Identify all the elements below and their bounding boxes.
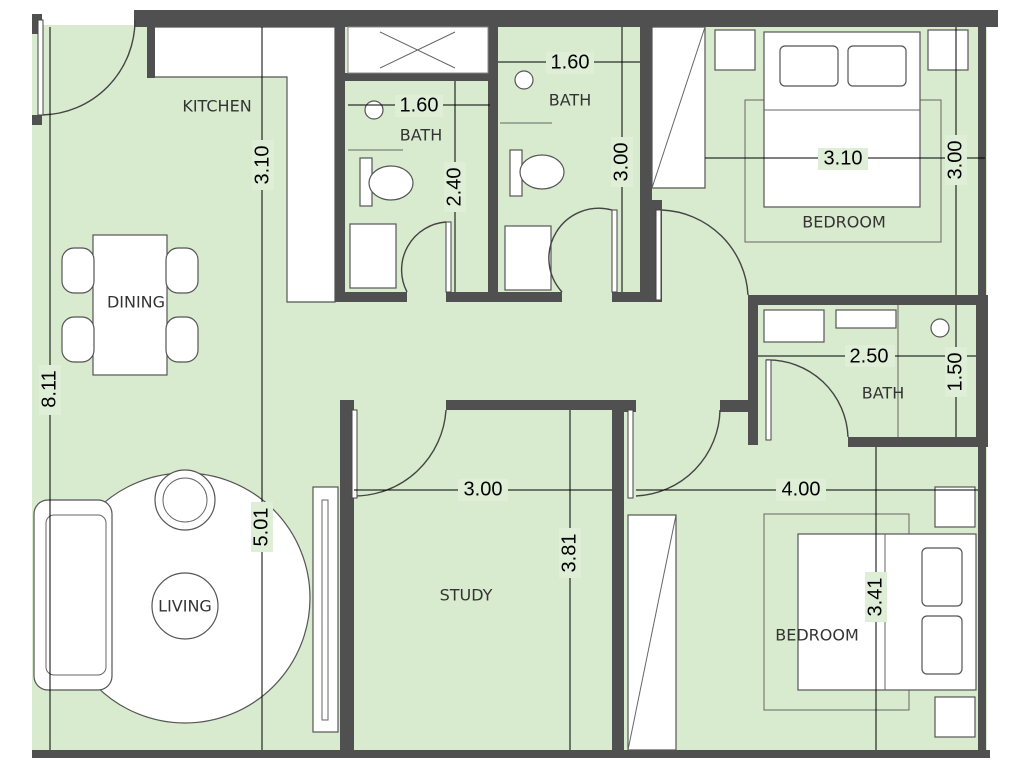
wardrobe-2-diagonal [627,514,677,751]
room-label-living: LIVING [158,597,212,616]
room-label-kitchen: KITCHEN [182,97,251,116]
bath-3-vanity [763,309,825,343]
bath-3-sink-icon [930,318,950,338]
bath-1-fixtures [348,100,414,289]
bath-2-vanity [504,225,552,291]
dim-study-height: 3.81 [558,534,580,573]
bed-2-pillow-top [921,547,963,607]
bath-3-bench [835,309,897,329]
bedroom-1-door [661,209,749,296]
bed-2-pillow-bottom [921,615,963,675]
dim-bath-2-width: 1.60 [551,51,590,73]
dim-bedroom-1-height: 3.00 [944,141,966,180]
room-label-study: STUDY [440,586,493,605]
dim-total-height: 8.11 [38,370,60,407]
bath-3-door [765,359,849,438]
dim-living-height: 5.01 [250,508,272,547]
bath-2-sink-icon [514,70,534,90]
dim-bedroom-2-width: 4.00 [782,478,821,500]
armchair [154,469,216,531]
bath-2-fixtures [500,70,565,291]
room-label-bedroom-2: BEDROOM [775,626,859,645]
coffee-table [151,572,219,640]
bath-1-vanity [349,223,397,289]
wardrobe-1-diagonal [651,26,706,189]
bath-2-toilet-icon [519,154,565,190]
entry-door [41,19,136,116]
dim-bath-1-width: 1.60 [400,94,439,116]
dining-table [92,234,168,376]
bath-3-fixtures [763,305,950,437]
dim-bedroom-2-height: 3.41 [864,578,886,617]
bath-1-toilet-icon [368,165,414,201]
bed-1-pillow-right [847,45,907,87]
tv-screen [321,499,329,721]
study-door [353,409,447,497]
bath-1-door [400,221,447,293]
sofa [33,499,113,691]
dining-chair [61,316,95,363]
room-label-bath-3: BATH [862,384,904,403]
dim-bath-3-width: 2.50 [850,345,889,367]
dining-chair [61,247,95,294]
dining-chair [165,247,199,294]
room-label-dining: DINING [107,293,165,312]
dim-bath-1-height: 2.40 [443,168,465,207]
bath-1-sink-icon [364,100,384,120]
doors [37,19,849,499]
dim-bath-3-height: 1.50 [944,353,966,392]
nightstand-2-bottom [934,696,976,738]
bedroom-1-bed [714,29,969,243]
nightstand-2-top [934,486,976,528]
nightstand-1-left [714,29,756,71]
dim-kitchen-height: 3.10 [251,146,273,185]
living-set [33,469,311,724]
bedroom-2-door [635,409,721,497]
shower-cross [379,31,456,69]
bath-2-door [548,207,613,293]
room-label-bath-1: BATH [400,126,442,145]
bed-1-pillow-left [779,45,839,87]
dim-bedroom-1-width: 3.10 [824,147,863,169]
dim-bath-2-height: 3.00 [610,143,632,182]
nightstand-1-right [927,29,969,71]
tv-unit [312,486,339,733]
dining-chair [165,316,199,363]
dim-study-width: 3.00 [464,478,503,500]
dimension-labels: 3.10 1.60 2.40 1.60 3.00 3.10 3.00 2.50 … [38,51,967,622]
room-label-bedroom-1: BEDROOM [802,213,886,232]
room-label-bath-2: BATH [549,91,591,110]
dining-set [61,234,199,376]
